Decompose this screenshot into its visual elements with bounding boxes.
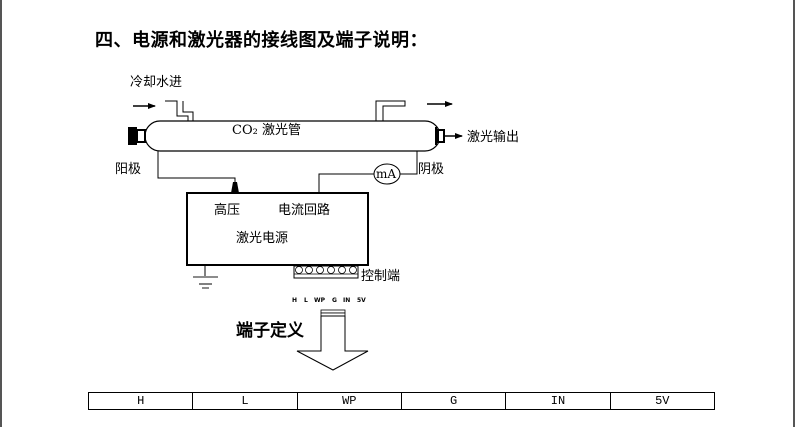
control-terminal-label: 控制端 (361, 269, 400, 284)
table-cell: G (400, 392, 507, 410)
cathode-wire (400, 151, 418, 175)
left-end-cap-ring (136, 129, 146, 143)
current-loop-label: 电流回路 (278, 202, 330, 218)
page-border-left (0, 0, 2, 427)
psu-name-label: 激光电源 (236, 231, 288, 246)
current-loop-wire (318, 173, 374, 193)
pin-label: L (304, 297, 308, 304)
meter-label: mA (376, 167, 396, 181)
terminal-definition-label: 端子定义 (236, 320, 304, 341)
laser-output-label: 激光输出 (467, 129, 519, 145)
coolant-inlet-pipe (165, 100, 189, 121)
pin-label: 5V (357, 297, 366, 304)
coolant-in-label: 冷却水进 (130, 75, 182, 90)
table-cell: H (87, 392, 194, 410)
section-heading: 四、电源和激光器的接线图及端子说明： (95, 30, 428, 51)
down-arrow-icon (296, 309, 369, 371)
coolant-outlet-pipe (375, 100, 406, 121)
pin-label: WP (314, 297, 326, 304)
table-cell: WP (296, 392, 402, 410)
cathode-label: 阴极 (418, 162, 444, 177)
tube-label: CO₂ 激光管 (232, 123, 301, 138)
left-end-cap-icon (128, 127, 137, 145)
control-terminal-block-icon (293, 265, 359, 279)
ground-icon (193, 265, 218, 289)
pin-label: H (292, 297, 297, 304)
high-voltage-label: 高压 (214, 202, 240, 218)
co2-laser-tube (144, 120, 441, 152)
page-border-right (793, 0, 795, 427)
anode-label: 阳极 (115, 162, 141, 177)
table-cell: IN (505, 392, 611, 410)
pin-label: IN (343, 297, 350, 304)
table-row: H L WP G IN 5V (87, 392, 716, 410)
terminal-definition-table: H L WP G IN 5V (87, 392, 716, 410)
table-cell: L (192, 392, 298, 410)
laser-power-supply-box (186, 192, 369, 266)
anode-wire (157, 151, 236, 184)
pin-label: G (332, 297, 337, 304)
coolant-inlet-pipe-inner (182, 101, 194, 121)
high-voltage-connector-icon (231, 182, 239, 193)
table-cell: 5V (609, 392, 716, 410)
right-end-cap-icon (437, 129, 445, 143)
